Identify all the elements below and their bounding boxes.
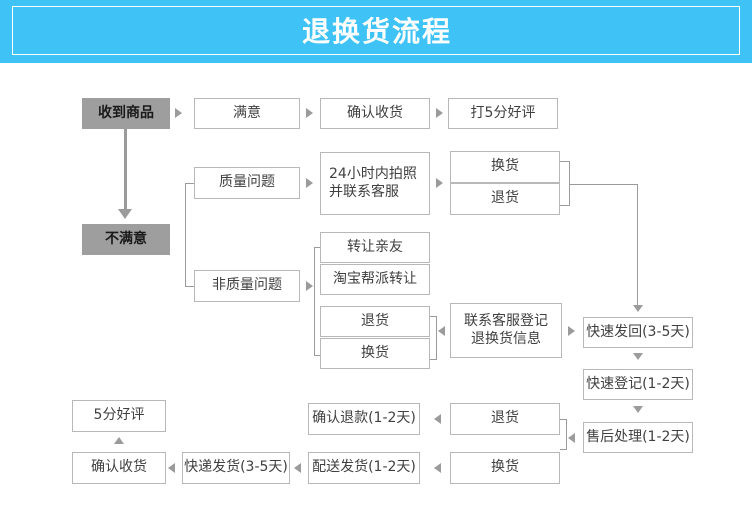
bracket-issue-split-bottom: [185, 286, 194, 287]
page-title: 退换货流程: [301, 15, 452, 48]
arrow-left-icon: [568, 433, 575, 443]
node-fast-send-back[interactable]: 快速发回(3-5天): [583, 317, 693, 348]
arrow-left-icon: [168, 463, 175, 473]
node-confirm-receipt-top[interactable]: 确认收货: [320, 98, 430, 129]
node-transfer-friend[interactable]: 转让亲友: [320, 232, 430, 263]
connector-received-to-unsatisfied: [124, 129, 127, 212]
node-satisfied[interactable]: 满意: [194, 98, 300, 129]
bracket-nq-join-top: [430, 316, 437, 317]
node-delivery-ship[interactable]: 配送发货(1-2天): [308, 452, 420, 484]
node-quality-issue[interactable]: 质量问题: [194, 167, 300, 199]
arrow-right-icon: [175, 108, 182, 118]
arrow-right-icon: [436, 108, 443, 118]
node-rate-5-bottom[interactable]: 5分好评: [72, 400, 166, 432]
arrow-down-icon: [633, 406, 643, 413]
bracket-nonquality-fan-vertical: [314, 247, 315, 355]
banner-inner-border: 退换货流程: [12, 6, 740, 55]
arrow-right-icon: [306, 281, 313, 291]
node-rate-5-star[interactable]: 打5分好评: [448, 98, 558, 129]
arrow-left-icon: [294, 463, 301, 473]
arrow-right-icon: [306, 178, 313, 188]
arrow-right-icon: [568, 326, 575, 336]
arrow-up-icon: [114, 437, 124, 444]
node-exchange-bottom[interactable]: 换货: [450, 452, 560, 484]
page-header-banner: 退换货流程: [0, 0, 752, 63]
bracket-nq-join-vertical: [436, 316, 437, 359]
bracket-aftersale-split-top: [560, 419, 567, 420]
node-not-satisfied[interactable]: 不满意: [82, 224, 170, 255]
node-return-nonquality[interactable]: 退货: [320, 306, 430, 337]
arrow-right-icon: [306, 108, 313, 118]
bracket-aftersale-split-vertical: [566, 419, 567, 449]
node-fast-register[interactable]: 快速登记(1-2天): [583, 369, 693, 400]
node-contact-service-register[interactable]: 联系客服登记 退换货信息: [450, 303, 562, 358]
node-after-sale-process[interactable]: 售后处理(1-2天): [583, 422, 693, 453]
arrow-left-icon: [434, 414, 441, 424]
bracket-nonquality-fan-bottom: [314, 355, 322, 356]
node-confirm-refund[interactable]: 确认退款(1-2天): [308, 403, 420, 435]
bracket-qty-join-top: [560, 161, 570, 162]
node-exchange-nonquality[interactable]: 换货: [320, 338, 430, 369]
node-taobao-group-transfer[interactable]: 淘宝帮派转让: [320, 264, 430, 295]
bracket-nq-join-bottom: [430, 359, 437, 360]
node-express-ship[interactable]: 快递发货(3-5天): [182, 452, 290, 484]
arrow-down-icon: [633, 353, 643, 360]
node-confirm-receipt-bottom[interactable]: 确认收货: [72, 452, 166, 484]
bracket-qty-join-bottom: [560, 205, 570, 206]
bracket-qty-join-vertical: [569, 161, 570, 205]
node-non-quality-issue[interactable]: 非质量问题: [194, 270, 300, 302]
arrow-left-icon: [434, 463, 441, 473]
node-received-goods[interactable]: 收到商品: [82, 98, 170, 129]
arrow-down-icon: [633, 305, 643, 312]
bracket-issue-split-vertical: [185, 183, 186, 286]
bracket-nonquality-fan-top: [314, 247, 322, 248]
arrow-down-icon: [118, 209, 132, 219]
bracket-aftersale-split-bottom: [560, 449, 567, 450]
connector-qty-to-fastback-h: [569, 184, 638, 185]
connector-qty-to-fastback-v: [637, 184, 638, 306]
node-return-quality[interactable]: 退货: [450, 183, 560, 215]
bracket-issue-split-top: [185, 183, 194, 184]
arrow-right-icon: [436, 178, 443, 188]
node-photo-contact-service[interactable]: 24小时内拍照 并联系客服: [320, 152, 430, 215]
arrow-left-icon: [438, 326, 445, 336]
node-exchange-quality[interactable]: 换货: [450, 151, 560, 183]
node-return-bottom[interactable]: 退货: [450, 403, 560, 435]
